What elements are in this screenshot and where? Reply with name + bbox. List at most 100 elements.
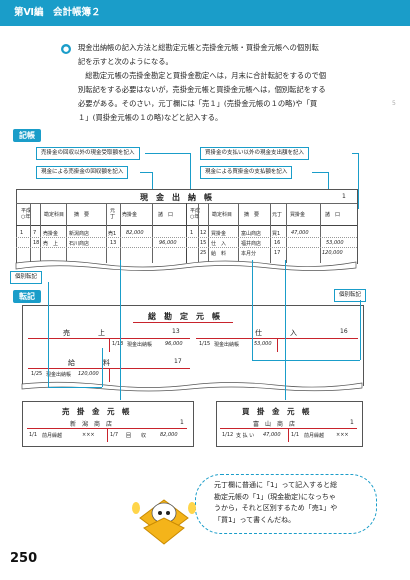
lr1-desc: 石川商店 <box>69 241 90 247</box>
mascot-icon <box>132 499 196 545</box>
intro-line-3: 総勘定元帳の売掛金勘定と買掛金勘定へは，月末に合計転記をするので個 <box>78 71 327 80</box>
rr1-account: 仕 入 <box>211 241 227 247</box>
lh-ar: 売掛金 <box>122 212 138 218</box>
ap-row-date: 1/12 <box>222 432 234 438</box>
intro-line-5: 必要がある。そのさい，元丁欄には「売１」(売掛金元帳の１の略)や「買 <box>78 99 318 108</box>
ap-store: 富 山 商 店 <box>253 421 296 428</box>
rh-account: 勘定科目 <box>212 212 233 218</box>
tip-line-1: 元丁欄に普通に「1」って記入すると総 <box>214 481 338 489</box>
lr0-month: 1 <box>20 230 24 236</box>
rr2-account: 給 料 <box>211 251 227 257</box>
rr1-misc: 53,000 <box>326 240 344 246</box>
cashbook <box>16 189 358 264</box>
torn-edge <box>15 260 357 271</box>
intro-line-6: １」(買掛金元帳の１の略)などと記入する。 <box>78 113 223 122</box>
callout-sales-other: 売掛金の回収以外の現金受取額を記入 <box>36 147 140 160</box>
point-badge: ● <box>61 44 71 54</box>
lh-account: 勘定科目 <box>44 212 65 218</box>
callout-sales-collect: 現金による売掛金の回収額を記入 <box>36 166 129 179</box>
ap-no: 1 <box>350 419 354 426</box>
ar-no: 1 <box>180 419 184 426</box>
tip-line-2: 勘定元帳の「1」(現金勘定)になっちゃ <box>214 492 336 501</box>
callout-indiv-left: 個別転記 <box>10 271 43 284</box>
rr2-day: 25 <box>200 250 207 256</box>
rr0-ref: 買1 <box>272 231 281 237</box>
ar-title: 売 掛 金 元 帳 <box>62 407 130 416</box>
lr1-account: 売 上 <box>43 241 59 247</box>
ar-row-desc2: 回 収 <box>126 433 147 439</box>
rh-date: 平成○年 <box>190 208 201 220</box>
rr1-ref: 16 <box>274 240 281 246</box>
tip-text: 元丁欄に普通に「1」って記入すると総 勘定元帳の「1」(現金勘定)になっちゃ う… <box>214 480 366 526</box>
lr1-misc: 96,000 <box>159 240 177 246</box>
lr0-desc: 新潟商店 <box>69 231 90 237</box>
callout-purchase-other: 買掛金の支払い以外の現金支出額を記入 <box>200 147 310 160</box>
salary-entry-desc: 現金出納帳 <box>46 372 72 378</box>
sales-entry-date: 1/18 <box>112 341 124 347</box>
ap-row-date2: 1/1 <box>291 432 300 438</box>
ap-row-amt2: ××× <box>336 432 349 438</box>
rr2-ref: 17 <box>274 250 281 256</box>
salary-no: 17 <box>174 358 182 365</box>
lr0-ar: 82,000 <box>126 230 144 236</box>
margin-line-mark: 5 <box>392 100 396 107</box>
ar-ledger <box>22 401 194 447</box>
rr0-account: 買掛金 <box>211 231 227 237</box>
salary-entry-amt: 120,000 <box>78 371 99 377</box>
ap-row-desc2: 前月繰越 <box>304 433 325 439</box>
page-number: 250 <box>10 551 38 566</box>
lh-desc: 摘 要 <box>74 212 90 218</box>
torn-edge-ledger <box>21 381 363 392</box>
ar-row-desc: 前月繰越 <box>42 433 63 439</box>
lr1-day: 18 <box>33 240 40 246</box>
lr0-day: 7 <box>33 230 37 236</box>
intro-line-2: 記を示すと次のようになる。 <box>78 57 173 66</box>
header-bar <box>0 0 410 26</box>
tip-bubble <box>195 474 377 534</box>
ledger-title: 総 勘 定 元 帳 <box>148 312 220 321</box>
cashbook-title: 現 金 出 納 帳 <box>140 193 212 202</box>
rr0-ap: 47,000 <box>291 230 309 236</box>
rr0-month: 1 <box>190 230 194 236</box>
tip-line-4: 「買1」って書くんだね。 <box>214 515 296 524</box>
callout-purchase-pay: 現金による買掛金の支払額を記入 <box>200 166 293 179</box>
general-ledger <box>22 305 364 386</box>
ap-title: 買 掛 金 元 帳 <box>242 407 310 416</box>
callout-indiv-right: 個別転記 <box>334 289 367 302</box>
lr0-ref: 売1 <box>108 231 117 237</box>
rh-misc: 諸 口 <box>325 212 341 218</box>
lh-misc: 諸 口 <box>158 212 174 218</box>
ar-row-date: 1/1 <box>29 432 38 438</box>
cashbook-page: 1 <box>342 193 346 200</box>
sales-entry-amt: 96,000 <box>165 341 183 347</box>
tip-line-3: うから，それと区別するため「売1」や <box>214 504 338 512</box>
lh-ref: 元丁 <box>110 208 116 220</box>
rr0-day: 12 <box>200 230 207 236</box>
ar-row-amt2: 82,000 <box>160 432 178 438</box>
rr0-desc: 富山商店 <box>241 231 262 237</box>
rh-ref: 元丁 <box>272 212 283 218</box>
ar-store: 新 潟 商 店 <box>70 421 113 428</box>
purchase-entry-desc: 現金出納帳 <box>214 342 240 348</box>
chapter-title: 第Ⅵ編 会計帳簿２ <box>14 7 101 18</box>
sales-entry-desc: 現金出納帳 <box>127 342 153 348</box>
ap-ledger <box>216 401 363 447</box>
ap-row-amt: 47,000 <box>263 432 281 438</box>
lr0-account: 売掛金 <box>43 231 59 237</box>
rh-desc: 摘 要 <box>244 212 260 218</box>
intro-line-4: 別転記をする必要はないが，売掛金元帳と買掛金元帳へは，個別転記をする <box>78 85 326 94</box>
purchase-no: 16 <box>340 328 348 335</box>
purchase-name: 仕 入 <box>255 329 297 337</box>
lr1-ref: 13 <box>110 240 117 246</box>
intro-line-1: 現金出納帳の記入方法と総勘定元帳と売掛金元帳・買掛金元帳への個別転 <box>78 43 319 52</box>
purchase-entry-date: 1/15 <box>199 341 211 347</box>
section-kicho: 記帳 <box>13 129 41 142</box>
ar-row-amt: ××× <box>82 432 95 438</box>
salary-name: 給 料 <box>68 359 110 367</box>
sales-no: 13 <box>172 328 180 335</box>
rr1-desc: 福井商店 <box>241 241 262 247</box>
sales-name: 売 上 <box>63 329 105 337</box>
salary-entry-date: 1/25 <box>31 371 43 377</box>
rr1-day: 15 <box>200 240 207 246</box>
lh-date: 平成○年 <box>21 208 32 220</box>
